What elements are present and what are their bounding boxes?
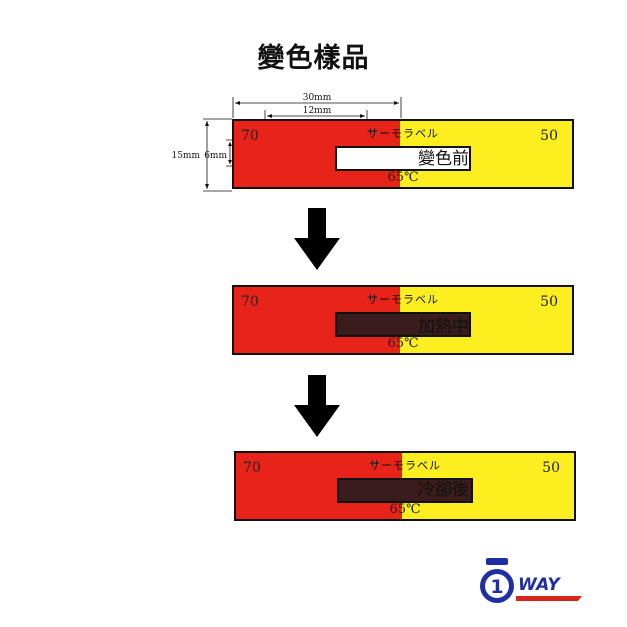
high-temp: 70: [241, 294, 259, 310]
dim-height: 15mm: [171, 151, 200, 161]
state-caption-cooled: 冷卻後: [418, 480, 469, 500]
down-arrow-icon: [294, 208, 340, 270]
low-temp: 50: [540, 294, 558, 310]
indicator-window-dark: [337, 478, 473, 504]
state-caption-before: 變色前: [418, 149, 469, 169]
logo-text: WAY: [518, 575, 561, 595]
low-temp: 50: [540, 128, 558, 144]
thermo-label-cooled: 70 サーモラベル 50 65℃: [234, 451, 576, 521]
dim-width: 30mm: [303, 93, 332, 103]
threshold-temp: 65℃: [389, 502, 421, 517]
indicator-window-white: [335, 146, 471, 172]
oneway-logo: 1 WAY: [480, 558, 582, 603]
thermo-label-heating: 70 サーモラベル 50 65℃: [232, 285, 574, 355]
low-temp: 50: [542, 460, 560, 476]
indicator-window-dark: [335, 312, 471, 338]
thermo-label-before: 70 サーモラベル 50 65℃: [232, 119, 574, 189]
state-caption-heating: 加熱中: [418, 317, 469, 337]
label-brand: サーモラベル: [367, 293, 439, 306]
threshold-temp: 65℃: [387, 336, 419, 351]
high-temp: 70: [243, 460, 261, 476]
page-title: 變色樣品: [257, 43, 370, 74]
threshold-temp: 65℃: [387, 170, 419, 185]
high-temp: 70: [241, 128, 259, 144]
label-brand: サーモラベル: [369, 459, 441, 472]
label-brand: サーモラベル: [367, 127, 439, 140]
down-arrow-icon: [294, 375, 340, 437]
dim-window-height: 6mm: [204, 151, 227, 161]
dim-window-width: 12mm: [303, 106, 332, 116]
logo-digit: 1: [490, 576, 503, 598]
